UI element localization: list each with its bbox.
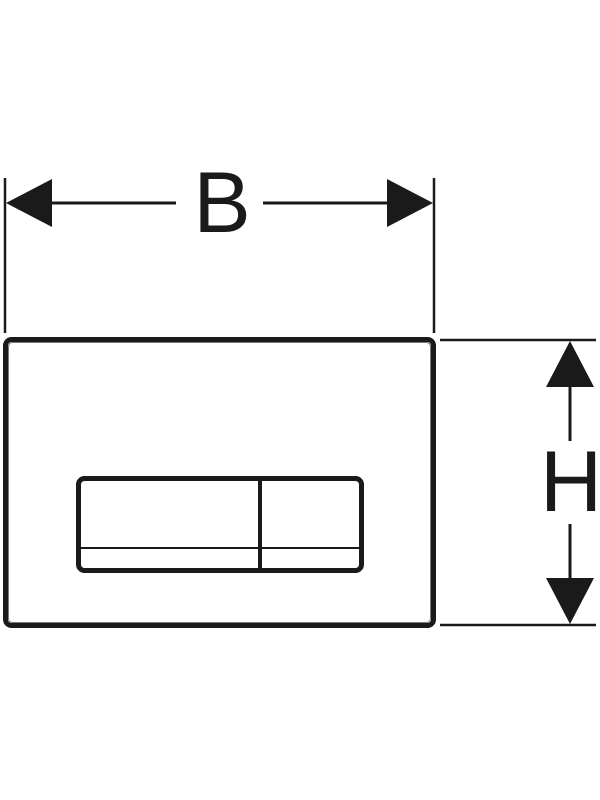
down-arrowhead-icon (546, 578, 594, 624)
height-dimension (440, 338, 596, 627)
height-label: H (540, 434, 600, 530)
up-arrowhead-icon (546, 341, 594, 387)
width-label: B (193, 155, 250, 251)
button-frame (76, 476, 364, 573)
right-arrowhead-icon (387, 179, 433, 227)
flush-plate (3, 337, 436, 628)
plate-outline (3, 337, 436, 628)
plate-inner-edge (8, 342, 431, 623)
dual-flush-button (76, 476, 364, 573)
left-arrowhead-icon (6, 179, 52, 227)
width-dimension (3, 178, 436, 333)
